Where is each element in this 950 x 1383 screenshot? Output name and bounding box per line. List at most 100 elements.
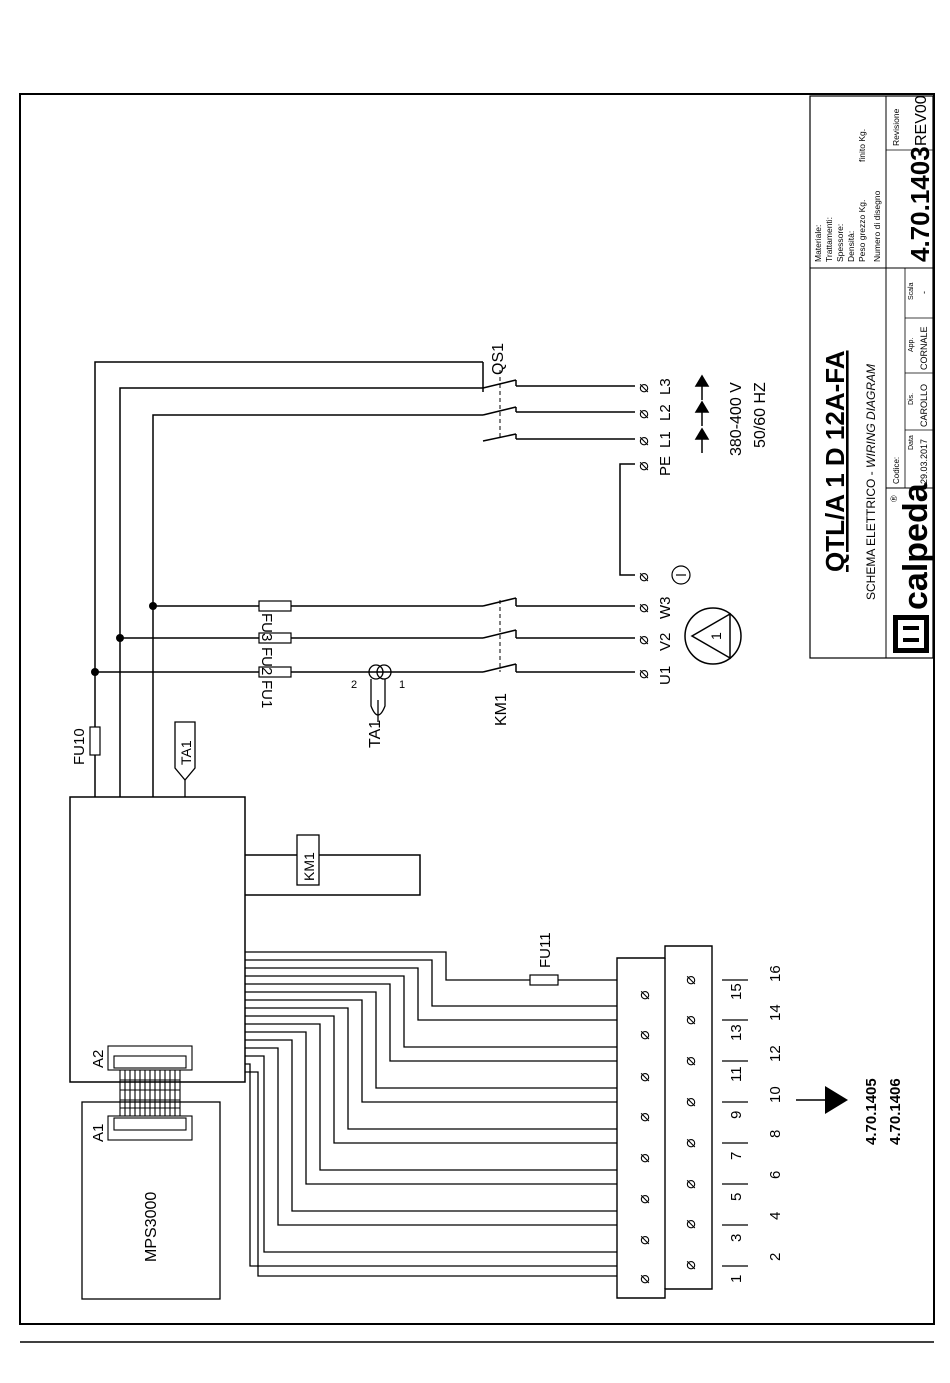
terminal-screw: ⌀ <box>682 1179 699 1189</box>
controller-a2 <box>69 796 246 1083</box>
fu2-label: FU2 <box>258 647 275 675</box>
earth-symbol <box>671 565 691 585</box>
terminal-number-8: 8 <box>767 1130 784 1138</box>
fu3-label: FU3 <box>258 613 275 641</box>
weight-raw-label: Peso grezzo Kg. <box>857 200 867 262</box>
mains-terminal-symbol-2: ⌀ <box>635 409 652 419</box>
reference-1: 4.70.1405 <box>863 1078 880 1145</box>
drawing-number: 4.70.1403 <box>905 146 935 262</box>
ribbon-cable <box>107 1045 193 1141</box>
date-value: 29.03.2017 <box>919 439 929 484</box>
mains-terminals: ⌀ ⌀ ⌀ ⌀ L3 L2 L1 PE <box>635 378 674 476</box>
terminal-number-9: 9 <box>728 1111 745 1119</box>
revision-label: Revisione <box>891 108 901 146</box>
terminal-screw: ⌀ <box>636 1153 653 1163</box>
km1-contact-label: KM1 <box>493 693 510 726</box>
terminal-screw: ⌀ <box>636 1112 653 1122</box>
ta1-label: TA1 <box>367 720 384 748</box>
terminal-screw: ⌀ <box>636 1274 653 1284</box>
subtitle-english: WIRING DIAGRAM <box>864 364 878 468</box>
ta1-pin1: 1 <box>399 679 405 691</box>
supply-voltage: 380-400 V <box>728 382 745 456</box>
supply-arrows <box>694 374 710 453</box>
weight-finished-label: finito Kg. <box>857 129 867 162</box>
fuses-fu1-fu3 <box>258 600 292 678</box>
earth-terminal-symbol: ⌀ <box>635 572 652 582</box>
terminal-screw: ⌀ <box>636 990 653 1000</box>
terminal-number-15: 15 <box>728 983 745 1000</box>
terminal-label-l2: L2 <box>657 404 674 421</box>
terminal-label-l3: L3 <box>657 378 674 395</box>
brand-name: calpeda <box>897 482 935 610</box>
terminal-screw: ⌀ <box>682 1138 699 1148</box>
title-block: Materiale: Trattamenti: Spessore: Densit… <box>809 95 935 659</box>
terminal-number-3: 3 <box>728 1234 745 1242</box>
calpeda-logo: calpeda ® <box>889 482 935 653</box>
terminal-screw: ⌀ <box>682 1015 699 1025</box>
terminal-label-w3: W3 <box>657 597 674 620</box>
approved-label: App. <box>908 338 915 352</box>
revision-value: REV00 <box>913 95 930 146</box>
ta1-input-tag <box>174 721 196 797</box>
motor-number: 1 <box>708 632 724 640</box>
junction-dots <box>91 602 157 676</box>
fu10-label: FU10 <box>71 728 88 765</box>
drawn-label: Dis. <box>908 393 915 405</box>
a2-label: A2 <box>90 1050 107 1068</box>
km1-coil <box>296 834 320 886</box>
mains-terminal-symbol-3: ⌀ <box>635 436 652 446</box>
terminal-number-12: 12 <box>767 1045 784 1062</box>
terminal-screw: ⌀ <box>682 1097 699 1107</box>
terminal-screw: ⌀ <box>636 1072 653 1082</box>
terminal-screws: ⌀ ⌀ ⌀ ⌀ ⌀ ⌀ ⌀ ⌀ ⌀ ⌀ ⌀ ⌀ ⌀ ⌀ ⌀ ⌀ <box>636 975 699 1284</box>
terminal-number-13: 13 <box>728 1024 745 1041</box>
diagram-title: QTL/A 1 D 12A-FA <box>820 350 850 572</box>
power-wiring <box>94 361 635 797</box>
terminal-label-v2: V2 <box>657 633 674 651</box>
date-label: Data <box>908 435 915 450</box>
km1-coil-label: KM1 <box>301 852 317 881</box>
mps3000-label: MPS3000 <box>143 1192 160 1262</box>
motor-terminal-symbol-v2: ⌀ <box>635 635 652 645</box>
material-label: Materiale: <box>813 225 823 262</box>
fu1-label: FU1 <box>258 680 275 708</box>
terminal-number-16: 16 <box>767 965 784 982</box>
terminal-screw: ⌀ <box>682 1056 699 1066</box>
ta1-tag-label: TA1 <box>178 740 194 765</box>
supply-frequency: 50/60 HZ <box>752 382 769 448</box>
reference-arrow <box>796 1086 848 1114</box>
ta1-current-transformer <box>368 664 392 722</box>
thickness-label: Spessore: <box>835 224 845 262</box>
terminal-screw: ⌀ <box>636 1235 653 1245</box>
terminal-number-1: 1 <box>728 1275 745 1283</box>
qs1-label: QS1 <box>490 343 507 375</box>
terminal-number-14: 14 <box>767 1004 784 1021</box>
terminal-number-6: 6 <box>767 1171 784 1179</box>
treatment-label: Trattamenti: <box>824 217 834 262</box>
terminal-number-5: 5 <box>728 1193 745 1201</box>
drawing-number-label: Numero di disegno <box>872 190 882 262</box>
terminal-ticks <box>722 979 748 1267</box>
subtitle-italian: SCHEMA ELETTRICO - <box>864 468 878 600</box>
ta1-pin2: 2 <box>351 679 357 691</box>
motor-terminal-symbol-w3: ⌀ <box>635 603 652 613</box>
mains-terminal-symbol-pe: ⌀ <box>635 461 652 471</box>
fu11-fuse <box>529 974 559 986</box>
drawn-value: CAROLLO <box>919 384 929 427</box>
terminal-screw: ⌀ <box>682 1219 699 1229</box>
qs1-switch <box>482 362 517 442</box>
terminal-label-l1: L1 <box>657 431 674 448</box>
motor-terminals: ⌀ ⌀ ⌀ W3 V2 U1 <box>635 597 674 686</box>
terminal-number-11: 11 <box>728 1066 745 1082</box>
terminal-number-10: 10 <box>767 1086 784 1103</box>
terminal-number-4: 4 <box>767 1212 784 1220</box>
fu11-label: FU11 <box>537 932 554 968</box>
km1-coil-wiring <box>245 854 421 896</box>
terminal-number-7: 7 <box>728 1152 745 1160</box>
terminal-screw: ⌀ <box>682 1260 699 1270</box>
terminal-number-2: 2 <box>767 1253 784 1261</box>
control-wires <box>245 951 617 1277</box>
km1-contacts <box>482 597 517 673</box>
scale-label: Scala <box>908 282 915 300</box>
